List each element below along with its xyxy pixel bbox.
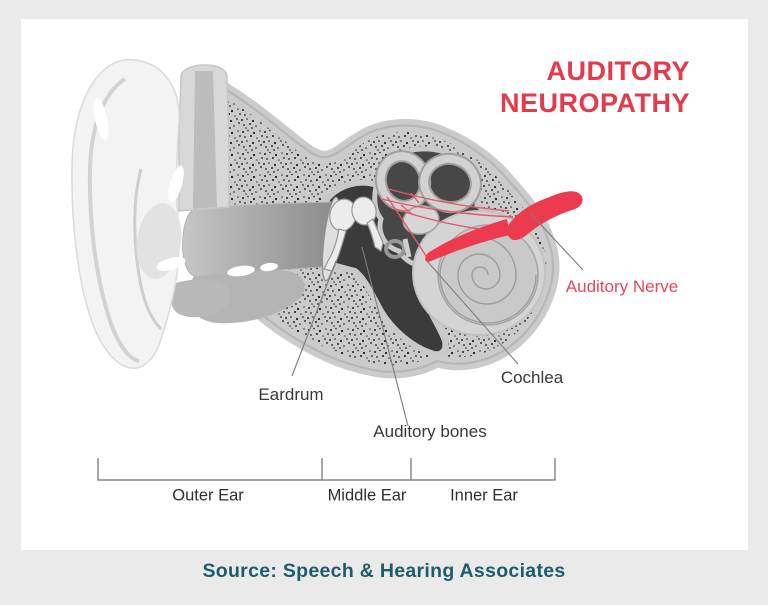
cochlea-spiral-line xyxy=(439,236,537,324)
section-inner-ear: Inner Ear xyxy=(450,486,518,505)
section-outer-ear: Outer Ear xyxy=(172,486,244,505)
ear-canal xyxy=(182,201,338,278)
malleus-handle xyxy=(323,228,347,272)
leader-auditory-nerve xyxy=(529,212,584,271)
diagram-title: AUDITORY NEUROPATHY xyxy=(500,55,690,119)
title-line-2: NEUROPATHY xyxy=(499,88,690,118)
incus-process xyxy=(366,218,384,252)
title-line-1: AUDITORY xyxy=(546,56,690,86)
ear-cross-section-illustration xyxy=(71,58,584,481)
section-middle-ear: Middle Ear xyxy=(327,486,407,505)
incus xyxy=(351,196,377,226)
antihelix-fold xyxy=(133,168,163,331)
pinna-highlights xyxy=(93,97,278,277)
canal-column xyxy=(178,64,230,212)
leader-lines xyxy=(291,212,584,427)
ossicles xyxy=(323,196,412,272)
oval-window xyxy=(402,238,412,258)
label-cochlea: Cochlea xyxy=(500,368,564,387)
label-eardrum: Eardrum xyxy=(258,385,324,404)
pinna xyxy=(71,58,278,369)
section-bracket xyxy=(97,458,556,481)
stapes xyxy=(384,239,406,259)
diagram-card: AUDITORY NEUROPATHY Auditory Nerve Cochl… xyxy=(21,19,748,550)
leader-eardrum xyxy=(291,260,337,377)
leader-auditory-bones xyxy=(361,246,409,427)
leader-cochlea xyxy=(426,260,519,365)
cochlea-shape xyxy=(412,210,546,336)
label-auditory-bones: Auditory bones xyxy=(373,422,487,441)
auditory-nerve-shape xyxy=(425,191,583,262)
source-attribution: Source: Speech & Hearing Associates xyxy=(202,560,566,582)
cartilage-patch xyxy=(170,279,230,318)
label-auditory-nerve: Auditory Nerve xyxy=(565,277,679,296)
nerve-fibers xyxy=(381,188,514,260)
